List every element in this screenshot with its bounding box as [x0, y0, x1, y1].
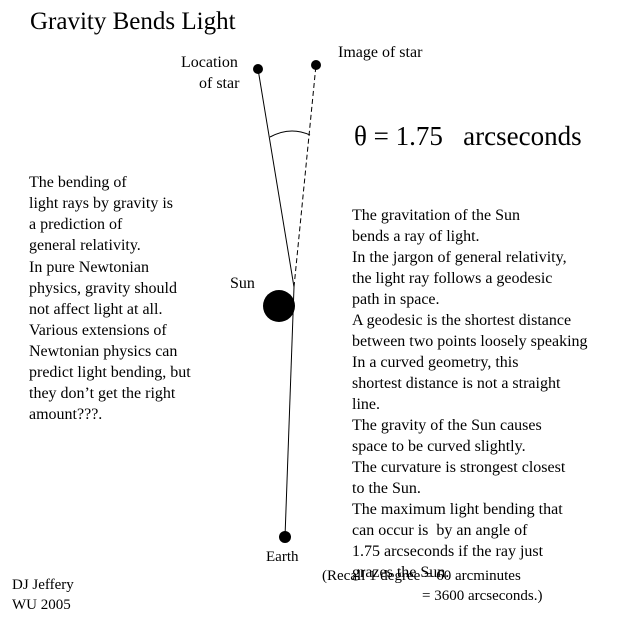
recall-note-line2: = 3600 arcseconds.) [422, 588, 543, 604]
text-line: general relativity. [29, 237, 141, 254]
text-line: 1.75 arcseconds if the ray just [352, 543, 544, 560]
text-line: physics, gravity should [29, 280, 177, 297]
author-credit: DJ Jeffery [12, 577, 74, 593]
text-line: grazes the Sun. [352, 564, 450, 581]
left-paragraph-1: The bending of light rays by gravity is … [29, 172, 173, 256]
text-line: they don’t get the right [29, 385, 176, 402]
text-line: The maximum light bending that [352, 501, 563, 518]
light-ray-outgoing [284, 286, 295, 538]
text-line: A geodesic is the shortest distance [352, 312, 572, 329]
text-line: predict light bending, but [29, 364, 191, 381]
sun-disk [263, 290, 295, 322]
author-affiliation: WU 2005 [12, 597, 71, 613]
right-paragraph: The gravitation of the Sun bends a ray o… [352, 205, 588, 583]
theta-angle-label: θ = 1.75 arcseconds [354, 121, 582, 151]
text-line: In a curved geometry, this [352, 354, 519, 371]
text-line: between two points loosely speaking [352, 333, 588, 350]
light-ray-incoming [257, 68, 295, 288]
text-line: In the jargon of general relativity, [352, 249, 567, 266]
text-line: the light ray follows a geodesic [352, 270, 553, 287]
star-actual-dot [253, 64, 263, 74]
text-line: bends a ray of light. [352, 228, 480, 245]
star-image-dot [311, 60, 321, 70]
text-line: Various extensions of [29, 322, 167, 339]
text-line: In pure Newtonian [29, 259, 149, 276]
text-line: amount???. [29, 406, 103, 423]
text-line: Newtonian physics can [29, 343, 178, 360]
earth-label: Earth [266, 549, 299, 565]
text-line: light rays by gravity is [29, 195, 173, 212]
location-of-star-label-line2: of star [199, 75, 240, 92]
text-line: path in space. [352, 291, 440, 308]
left-paragraph-2: In pure Newtonian physics, gravity shoul… [29, 257, 191, 425]
text-line: The gravitation of the Sun [352, 207, 520, 224]
text-line: shortest distance is not a straight [352, 375, 561, 392]
text-line: line. [352, 396, 380, 413]
image-of-star-label: Image of star [338, 44, 423, 61]
earth-dot [279, 531, 291, 543]
recall-note-line1: (Recall 1 degree = 60 arcminutes [322, 568, 521, 584]
apparent-direction-dashed [293, 64, 317, 288]
text-line: a prediction of [29, 216, 123, 233]
text-line: to the Sun. [352, 480, 421, 497]
text-line: not affect light at all. [29, 301, 163, 318]
text-line: The gravity of the Sun causes [352, 417, 542, 434]
location-of-star-label-line1: Location [181, 54, 238, 71]
sun-label: Sun [230, 275, 255, 292]
page-title: Gravity Bends Light [30, 8, 236, 35]
text-line: The bending of [29, 174, 127, 191]
text-line: The curvature is strongest closest [352, 459, 566, 476]
text-line: space to be curved slightly. [352, 438, 526, 455]
angle-arc [269, 130, 311, 138]
text-line: can occur is by an angle of [352, 522, 528, 539]
